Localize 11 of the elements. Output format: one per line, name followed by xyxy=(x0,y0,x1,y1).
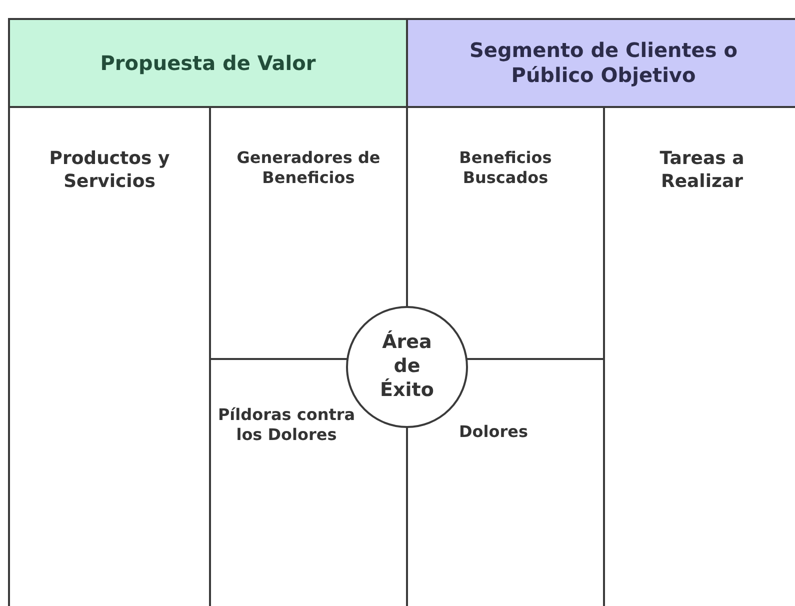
cell-label: Píldoras contra los Dolores xyxy=(216,405,356,445)
cell-label: Área de Éxito xyxy=(379,331,435,403)
cell-label: Generadores de Beneficios xyxy=(236,148,382,188)
cell-label: Productos y Servicios xyxy=(48,148,171,193)
section-heading: Segmento de Clientes o Público Objetivo xyxy=(468,38,738,88)
section-heading: Propuesta de Valor xyxy=(100,50,316,76)
header-band xyxy=(406,18,795,108)
cell-label: Dolores xyxy=(458,422,528,442)
cell-label: Tareas a Realizar xyxy=(658,148,746,193)
header-band xyxy=(8,18,408,108)
cell-label: Beneficios Buscados xyxy=(458,148,553,188)
